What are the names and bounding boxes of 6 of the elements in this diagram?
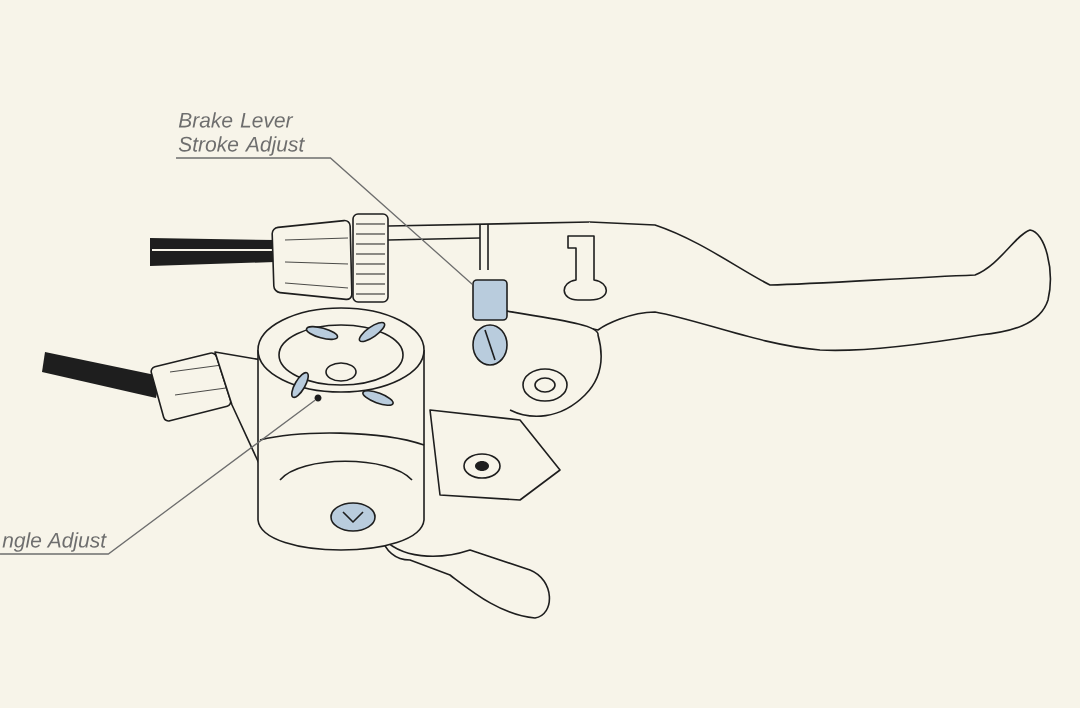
adjust-pin [314,394,322,402]
leader-line [0,399,316,555]
leader-line [175,157,473,285]
callout-label: ngle Adjust [2,532,107,552]
adjuster-block [472,279,508,321]
callout-label: Brake Lever Stroke Adjust [178,112,305,156]
